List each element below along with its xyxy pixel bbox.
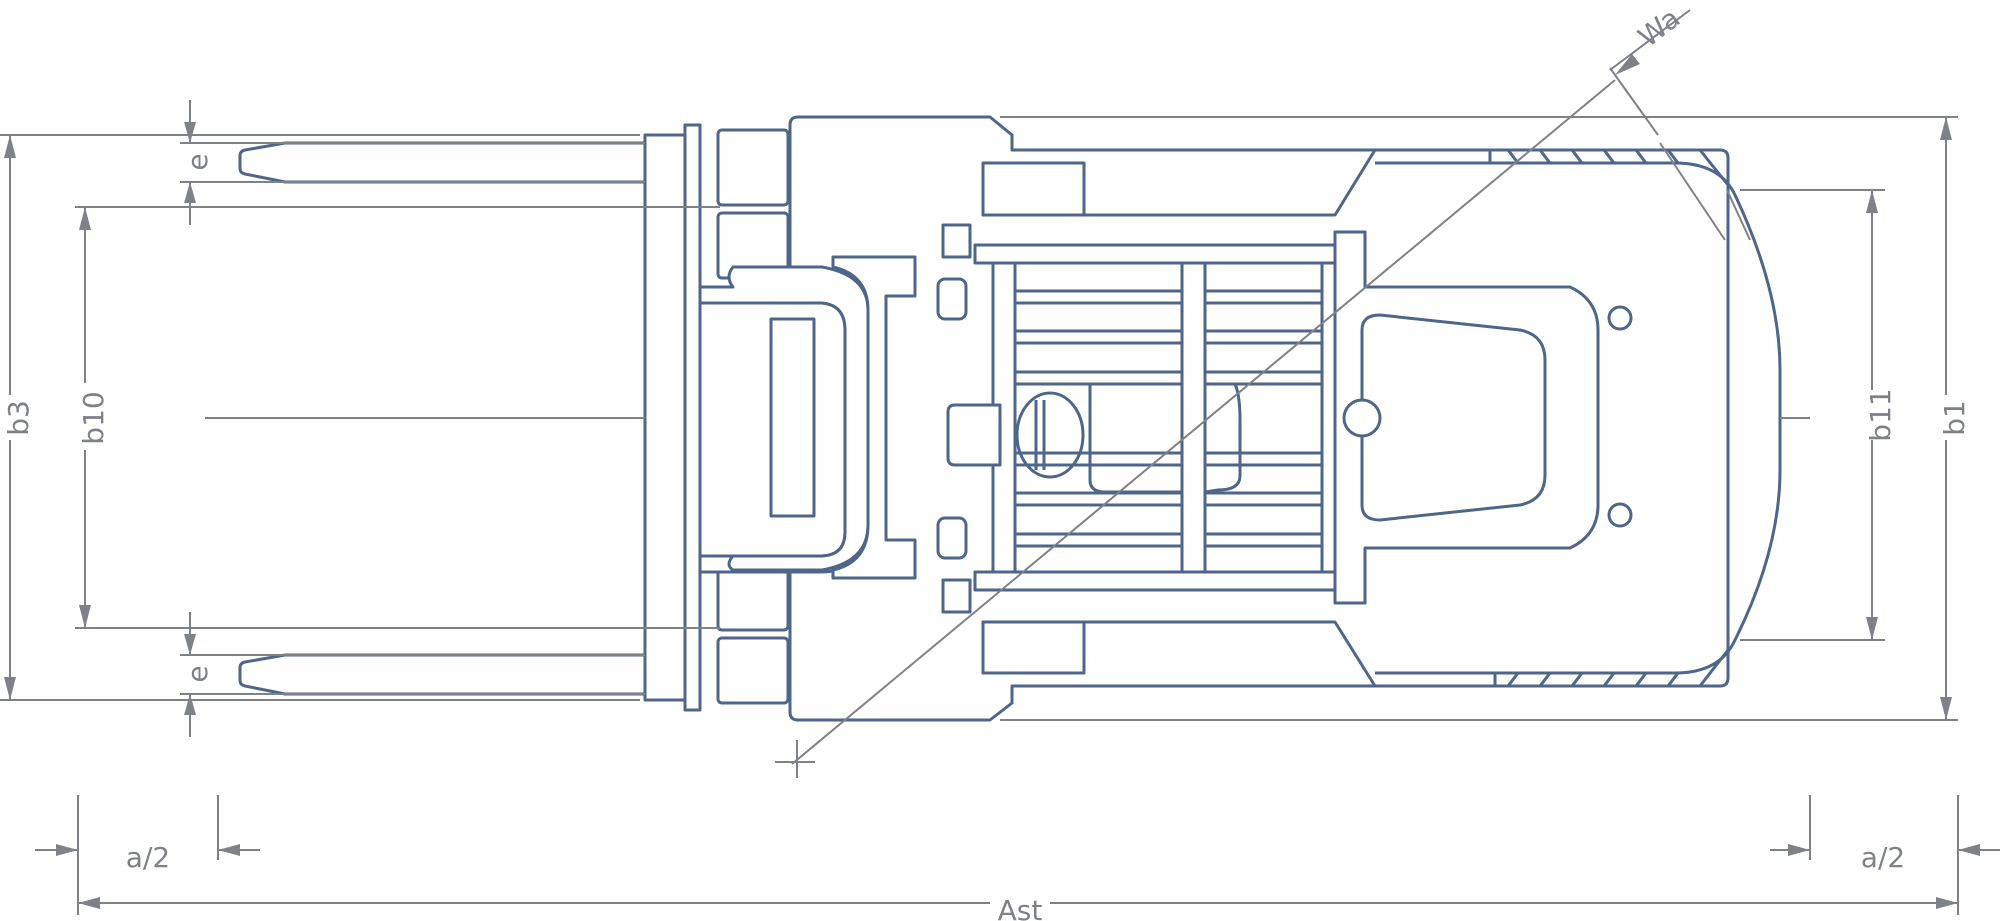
mast-bracket: [698, 255, 917, 580]
label-b10: b10: [77, 391, 110, 444]
fork-bottom: [238, 653, 645, 696]
fittings: [936, 223, 972, 614]
chassis: [788, 115, 1782, 722]
pivot-circle: [1342, 398, 1382, 438]
mast: [683, 123, 702, 712]
label-b1: b1: [1938, 400, 1971, 436]
operator-compartment: [1333, 230, 1633, 605]
steering-wheel-icon: [946, 391, 1085, 479]
label-wa: Wa: [1632, 1, 1686, 54]
seat: [1360, 313, 1547, 522]
dimension-lines: [0, 9, 2000, 915]
counterweight-hatch: [1488, 149, 1730, 687]
label-e-bottom: e: [181, 665, 214, 682]
label-a2-right: a/2: [1861, 841, 1905, 874]
label-e-top: e: [181, 153, 214, 170]
label-b3: b3: [2, 400, 35, 436]
label-b11: b11: [1864, 388, 1897, 441]
fork-carriage: [643, 133, 687, 702]
label-a2-left: a/2: [126, 841, 170, 874]
fork-top: [238, 141, 645, 184]
label-ast: Ast: [998, 894, 1043, 921]
